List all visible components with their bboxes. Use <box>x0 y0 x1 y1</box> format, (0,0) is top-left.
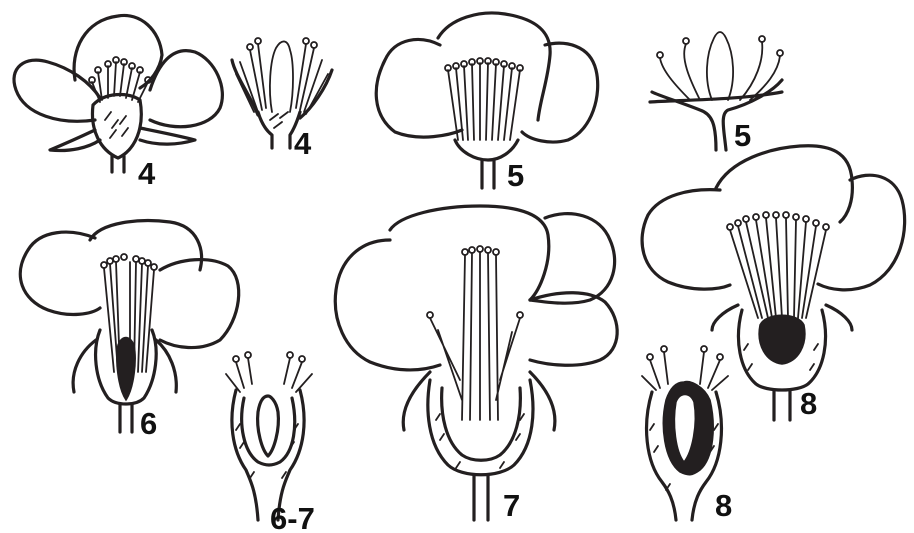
flower-stage-6-7-section <box>226 352 312 520</box>
flower-stage-5-open <box>376 13 597 188</box>
pedicel <box>120 404 132 432</box>
stamens <box>660 42 780 100</box>
label-stage-6-open: 6 <box>140 408 157 439</box>
receptacle <box>92 95 141 158</box>
petal-right-upper <box>530 214 615 304</box>
flower-stage-4-section <box>232 38 332 148</box>
anthers <box>445 58 523 71</box>
anthers-inner <box>247 38 317 50</box>
anthers <box>727 212 829 230</box>
sepal-right <box>156 340 176 392</box>
label-stage-8-section: 8 <box>715 490 732 521</box>
petal-back <box>716 146 852 222</box>
anthers <box>427 246 523 318</box>
anthers <box>647 346 723 360</box>
pedicel <box>474 476 488 520</box>
stamen-filaments <box>730 218 826 318</box>
petal-right <box>818 175 905 290</box>
receptacle <box>455 140 518 160</box>
flower-stage-7-open <box>335 206 617 520</box>
label-stage-7-open: 7 <box>503 490 520 521</box>
sepal-right <box>826 305 852 330</box>
petal-right <box>160 260 239 348</box>
sepal-left <box>712 305 738 330</box>
hypanthium-inner <box>442 388 521 460</box>
flower-stage-8-open <box>642 146 905 420</box>
stamen-filaments <box>448 63 520 140</box>
petal-left <box>642 190 730 289</box>
stamen-filaments <box>430 252 520 420</box>
label-stage-4-section: 4 <box>294 128 311 159</box>
sepal-left <box>403 372 430 430</box>
sepal-right <box>140 128 195 144</box>
pistil <box>270 41 293 112</box>
hypanthium-base <box>652 80 782 150</box>
label-stage-5-open: 5 <box>507 160 524 191</box>
petal-left <box>335 240 440 370</box>
pedicel <box>482 160 494 188</box>
sepal-left <box>50 130 100 151</box>
petal-left <box>20 232 100 314</box>
petal-back <box>390 206 549 300</box>
anthers <box>233 352 305 362</box>
pistil <box>707 32 733 100</box>
flower-stage-5-section <box>650 32 783 150</box>
petal-right <box>522 43 598 142</box>
pedicel <box>774 390 790 420</box>
label-stage-8-open: 8 <box>800 388 817 419</box>
pistil <box>258 396 279 456</box>
anthers <box>657 36 783 58</box>
receptacle-hatching <box>105 112 128 138</box>
sepal-left <box>73 340 96 392</box>
section-outline <box>232 60 332 118</box>
petal-left <box>376 40 462 138</box>
flower-stage-4-open <box>14 15 222 172</box>
label-stage-6-7-section: 6-7 <box>270 503 315 533</box>
ovary-hatch <box>270 112 288 128</box>
stamens <box>226 358 312 392</box>
ovary <box>117 338 135 401</box>
ovary <box>759 315 805 364</box>
flower-stage-6-open <box>20 221 238 432</box>
petal-left <box>14 60 100 121</box>
label-stage-5-section: 5 <box>734 120 751 151</box>
label-stage-4-open: 4 <box>138 158 155 189</box>
